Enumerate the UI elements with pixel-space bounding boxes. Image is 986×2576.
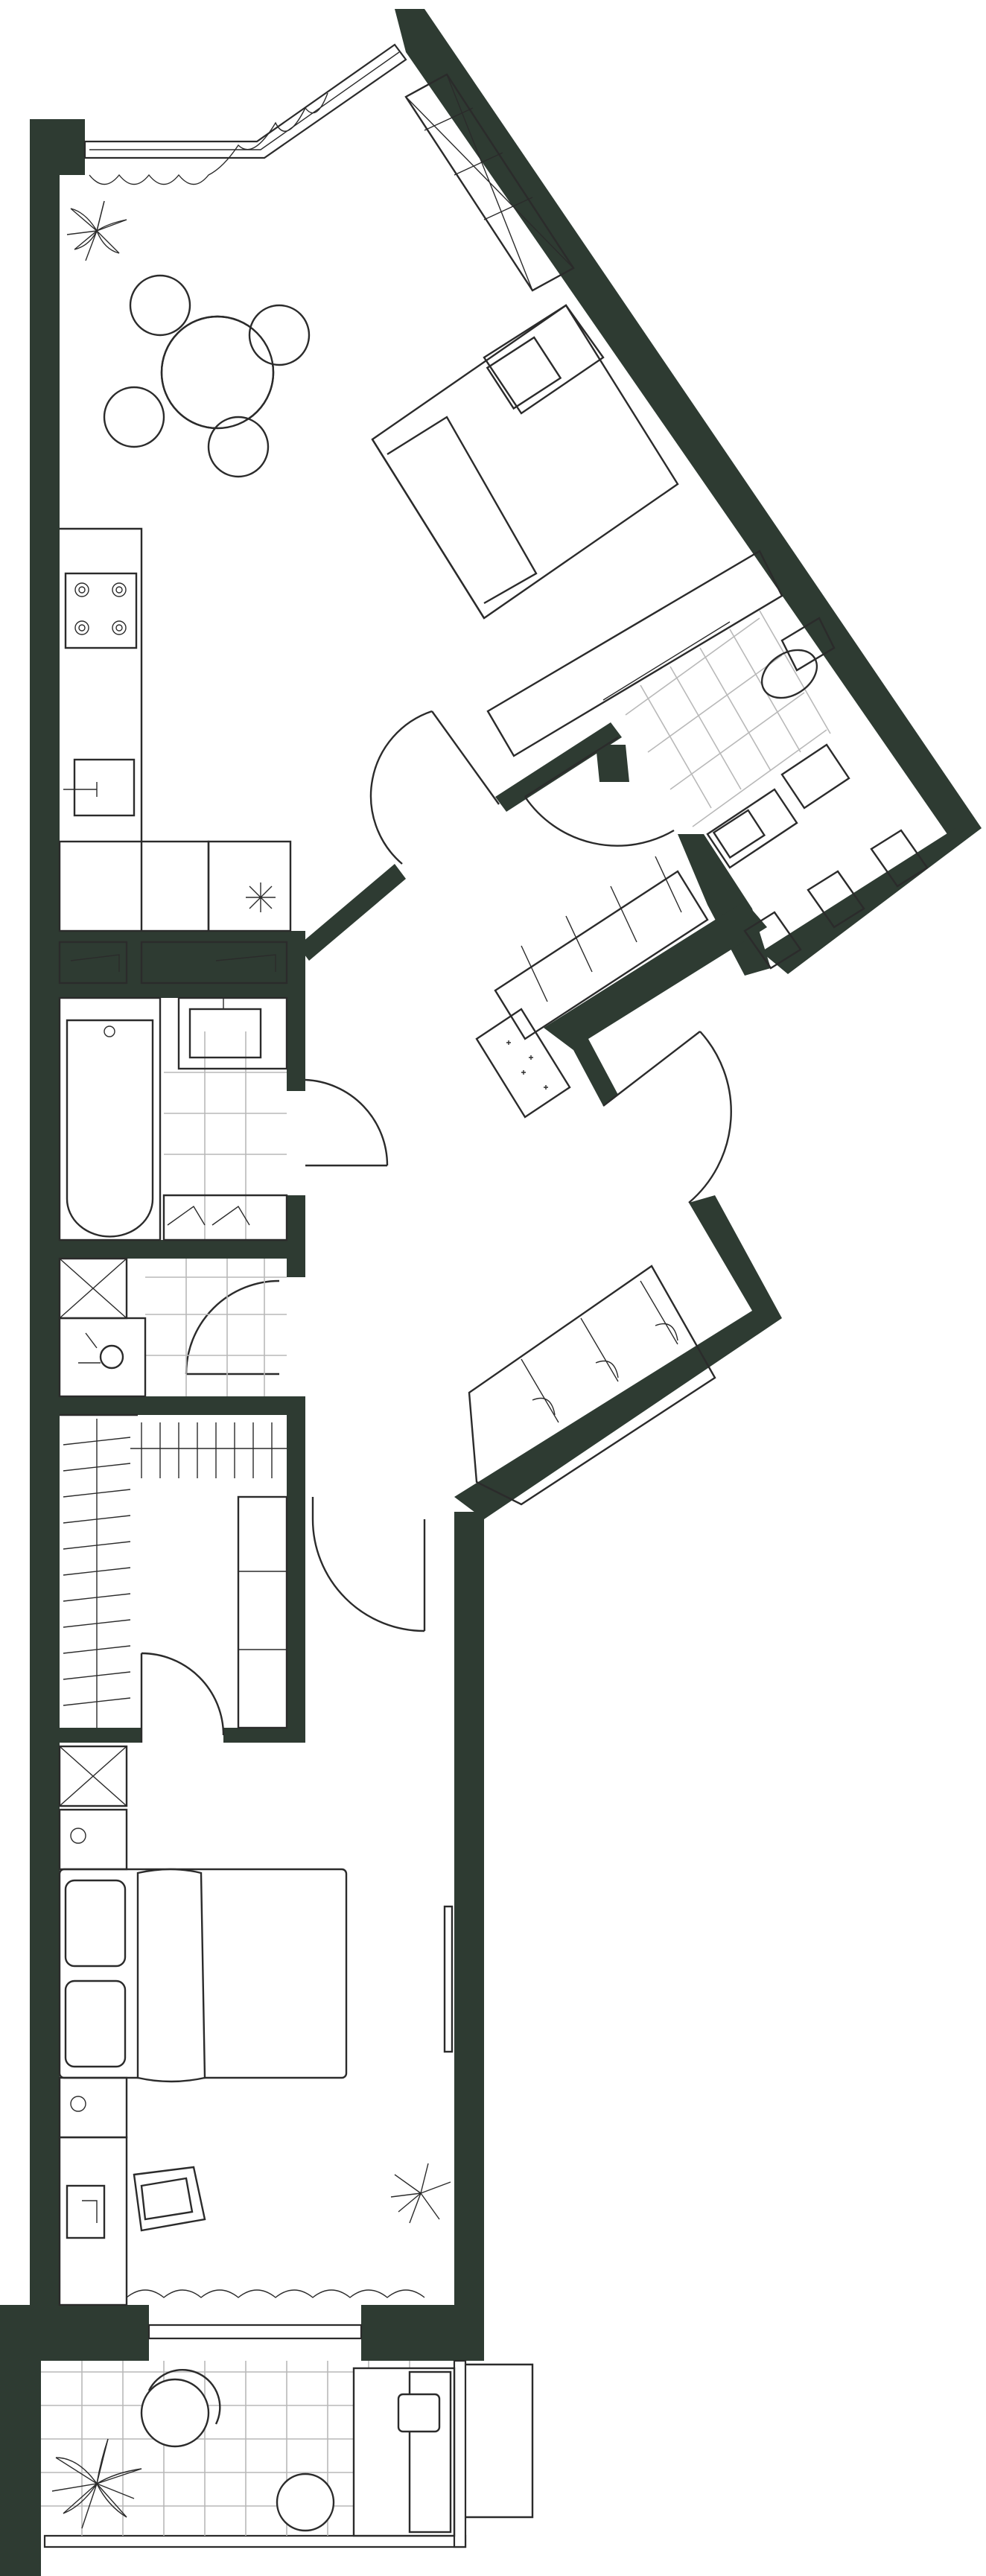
window-top-glass [89, 51, 400, 150]
tv-icon [486, 550, 783, 757]
bed-icon [58, 1868, 348, 2083]
wall-left-outer [30, 119, 85, 2316]
toilet-icon [58, 1317, 147, 1398]
shelf-icon [743, 829, 929, 970]
wall-bathroom2-left [678, 834, 771, 976]
wall-hall-mid [544, 901, 767, 1106]
toilet-icon [760, 617, 836, 699]
wall-bathroom2-stub [596, 745, 629, 782]
window-balcony-bottom [43, 2534, 467, 2548]
wall-bottom-right-block [361, 2305, 484, 2361]
rug-icon [475, 1008, 571, 1119]
wardrobe-icon [60, 1413, 138, 1728]
kitchen-counter [58, 527, 292, 932]
tile-grid [145, 1259, 287, 1396]
wall-toilet-bottom [60, 1396, 305, 1415]
curtain-bottom [126, 2289, 425, 2298]
shelf-icon [404, 73, 575, 292]
wall-toilet-right [287, 1259, 305, 1277]
kitchen-living [58, 73, 783, 985]
wall-bathroom-right [287, 998, 305, 1091]
fridge-icon [246, 882, 276, 912]
door-icon [524, 736, 675, 847]
plant-icon [51, 2438, 142, 2529]
plant-icon [390, 2163, 451, 2224]
shelf-cross [59, 1746, 127, 1807]
shelf-icon [58, 941, 288, 985]
wall-bathroom-right-lower [287, 1195, 305, 1251]
shelf-icon [162, 1194, 288, 1241]
wardrobe-icon [130, 1422, 287, 1478]
washing-machine-icon [780, 743, 850, 810]
sofa-icon [371, 304, 679, 620]
dresser-lines [238, 1571, 287, 1650]
windows [43, 43, 534, 2548]
chair-icon [140, 2369, 221, 2448]
sink-icon [706, 788, 798, 869]
door-icon [602, 1031, 732, 1203]
tv-icon [443, 1905, 454, 2053]
wall-wardrobe-right [287, 1415, 305, 1743]
lamp-icon [70, 2096, 86, 2112]
window-top [83, 43, 407, 159]
tile-grid [625, 610, 831, 827]
shelf-cross [59, 1258, 127, 1319]
door-icon [305, 1078, 389, 1167]
sofa-icon [352, 2367, 456, 2537]
shelf-icon [58, 1745, 128, 1807]
toilet-room [58, 1257, 287, 1398]
wall-hall-right [454, 1195, 782, 1519]
wardrobe-room [60, 1413, 288, 1743]
wall-bathroom-top [60, 931, 305, 998]
sink-icon [177, 996, 288, 1070]
desk-icon [58, 2136, 128, 2306]
wall-bathroom2-bottom [761, 828, 982, 974]
wall-wardrobe-bottom-right [223, 1728, 305, 1743]
cooktop-icon [64, 572, 138, 649]
wall-bottom-left-block [0, 2305, 149, 2576]
balcony-outer-rail [465, 2363, 534, 2519]
tile-grid [164, 1031, 287, 1240]
wall-wardrobe-bottom [60, 1728, 141, 1743]
bathtub-icon [58, 996, 162, 1241]
door-icon [369, 710, 500, 865]
wall-hall-right-vertical [454, 1512, 484, 2316]
dresser-icon [237, 1495, 288, 1729]
chair-icon [103, 274, 311, 478]
door-icon [311, 1497, 426, 1632]
bathroom-2 [524, 610, 929, 970]
nightstand-icon [58, 2076, 128, 2139]
plant-icon [66, 200, 127, 261]
bedroom [58, 1745, 454, 2306]
wall-bathroom-bottom [60, 1240, 305, 1259]
sink-icon [63, 758, 136, 817]
wall-kitchen-diag [298, 864, 406, 961]
hall [185, 856, 732, 1632]
wardrobe-icon [468, 1265, 716, 1506]
window-balcony-right [453, 2359, 467, 2548]
bathroom [58, 996, 288, 1241]
door-icon [185, 1279, 280, 1376]
wardrobe-icon [494, 856, 709, 1040]
armchair-icon [133, 2166, 206, 2232]
wall-kitchen-pass-top [495, 722, 622, 812]
lamp-icon [70, 1828, 86, 1844]
door-icon [140, 1652, 225, 1743]
wall-diagonal-outer [395, 9, 982, 846]
window-bedroom-bottom [147, 2324, 363, 2340]
balcony [41, 2361, 456, 2537]
curtain-top [89, 92, 328, 185]
side-table-icon [276, 2472, 335, 2532]
nightstand-icon [58, 1808, 128, 1871]
